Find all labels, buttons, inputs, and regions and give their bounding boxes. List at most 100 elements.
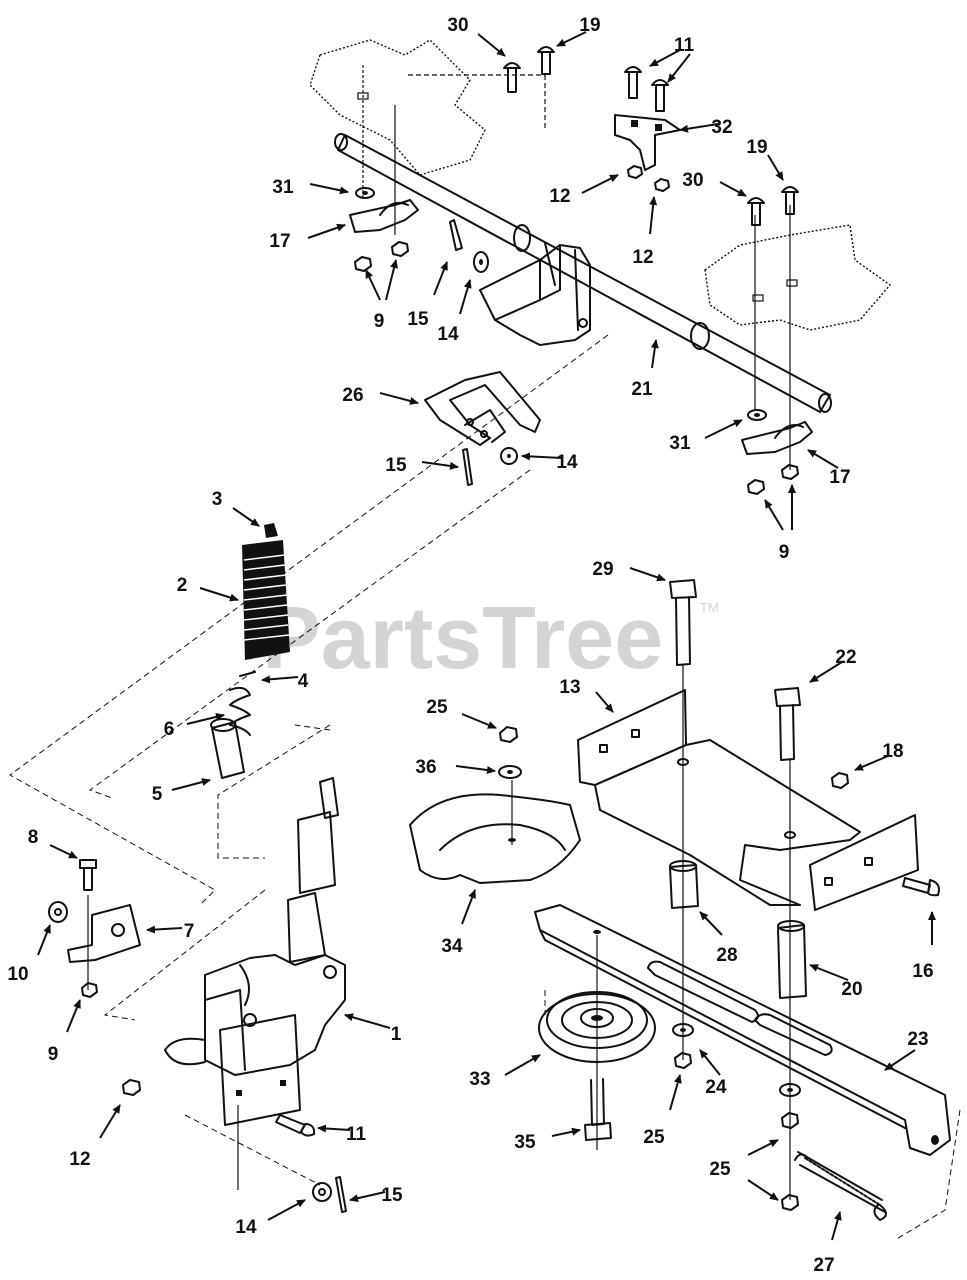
assembly-lines — [9, 65, 961, 1241]
callout-27: 27 — [813, 1211, 842, 1276]
callout-number: 17 — [269, 231, 290, 252]
callout-arrow — [884, 1049, 916, 1071]
callout-24: 24 — [699, 1049, 727, 1098]
callout-23: 23 — [884, 1029, 929, 1071]
bracket-7-assembly — [48, 859, 141, 998]
callout-arrow — [349, 1191, 386, 1203]
callout-14c: 14 — [235, 1199, 306, 1238]
callout-20: 20 — [809, 964, 863, 1000]
bearing-bracket-17-right — [741, 409, 813, 495]
callout-arrow — [199, 587, 239, 602]
callout-arrow — [854, 755, 889, 771]
callout-arrow — [477, 33, 506, 57]
callout-12a: 12 — [549, 174, 619, 207]
shaft-lever-bracket — [479, 242, 591, 346]
callout-number: 11 — [674, 35, 695, 56]
callout-number: 9 — [374, 311, 385, 332]
callout-2: 2 — [177, 575, 239, 602]
callout-arrow — [704, 419, 743, 439]
callout-13: 13 — [559, 677, 614, 713]
callout-number: 12 — [549, 186, 570, 207]
callout-number: 3 — [212, 489, 223, 510]
callout-arrow — [379, 392, 419, 405]
callout-17a: 17 — [269, 223, 346, 252]
callout-22: 22 — [809, 647, 857, 683]
link-26 — [424, 371, 541, 486]
callout-12b: 12 — [632, 196, 658, 268]
callout-number: 26 — [342, 385, 363, 406]
callout-arrow — [344, 1013, 391, 1029]
callout-number: 10 — [7, 964, 28, 985]
callout-9b: 9 — [764, 484, 796, 563]
callout-number: 6 — [164, 719, 175, 740]
callout-25b: 25 — [643, 1074, 682, 1148]
callout-arrow — [171, 778, 211, 791]
callout-arrow — [831, 1211, 842, 1241]
callout-31b: 31 — [669, 419, 743, 454]
callout-1: 1 — [344, 1013, 402, 1045]
callout-number: 35 — [514, 1132, 536, 1153]
callout-arrow — [699, 1049, 721, 1076]
callout-number: 14 — [556, 452, 578, 473]
callout-number: 23 — [907, 1029, 928, 1050]
idler-arm-23 — [534, 904, 951, 1156]
callout-number: 31 — [272, 177, 294, 198]
callout-7: 7 — [146, 921, 194, 942]
callout-number: 9 — [779, 542, 790, 563]
callout-number: 25 — [709, 1159, 731, 1180]
callout-arrow — [747, 1179, 779, 1201]
cotter-pin-and-washer-top — [449, 219, 489, 273]
callout-34: 34 — [441, 889, 476, 957]
callout-15a: 15 — [407, 261, 448, 330]
callout-arrow — [649, 49, 681, 67]
callout-21: 21 — [631, 339, 659, 400]
callout-number: 33 — [469, 1069, 490, 1090]
callout-number: 8 — [28, 827, 39, 848]
watermark-text: PartsTree — [262, 588, 663, 687]
callout-arrow — [461, 889, 476, 925]
upper-deck-plate-left — [309, 39, 486, 176]
callout-arrow — [49, 844, 78, 859]
callout-number: 29 — [592, 559, 613, 580]
callout-14a: 14 — [437, 279, 472, 345]
callout-number: 17 — [829, 467, 850, 488]
callout-arrow — [261, 675, 299, 684]
callout-number: 4 — [298, 671, 309, 692]
callout-16: 16 — [912, 911, 936, 982]
callout-arrow — [307, 223, 346, 239]
idler-pulley-33 — [538, 991, 656, 1063]
cross-shaft — [334, 133, 832, 413]
callout-number: 31 — [669, 433, 691, 454]
callout-arrow — [649, 196, 658, 235]
callout-arrow — [99, 1104, 121, 1139]
callout-arrow — [807, 449, 839, 469]
callout-5: 5 — [152, 778, 211, 805]
bearing-bracket-17-left — [349, 187, 419, 272]
callout-number: 18 — [882, 741, 903, 762]
callout-3: 3 — [212, 489, 260, 527]
callout-15b: 15 — [385, 455, 459, 476]
hex-bolts-29-22 — [669, 579, 801, 761]
callout-number: 5 — [152, 784, 163, 805]
callout-arrow — [767, 154, 784, 181]
callout-30a: 30 — [447, 15, 506, 57]
callout-arrow — [747, 1139, 779, 1156]
callout-11a: 11 — [649, 35, 695, 83]
callout-arrow — [461, 713, 497, 729]
callout-number: 9 — [48, 1044, 59, 1065]
callout-number: 25 — [426, 697, 448, 718]
callout-arrow — [719, 181, 747, 197]
callout-arrow — [504, 1054, 541, 1076]
callout-arrow — [232, 507, 260, 527]
callout-36: 36 — [415, 757, 496, 778]
washers-nuts-24-25 — [672, 1023, 801, 1211]
callout-number: 14 — [437, 324, 459, 345]
callout-number: 21 — [631, 379, 653, 400]
callout-17b: 17 — [807, 449, 851, 488]
callout-number: 30 — [447, 15, 468, 36]
callout-25a: 25 — [426, 697, 497, 729]
bracket-32 — [614, 114, 681, 171]
callout-4: 4 — [261, 671, 309, 692]
callout-29: 29 — [592, 559, 666, 582]
